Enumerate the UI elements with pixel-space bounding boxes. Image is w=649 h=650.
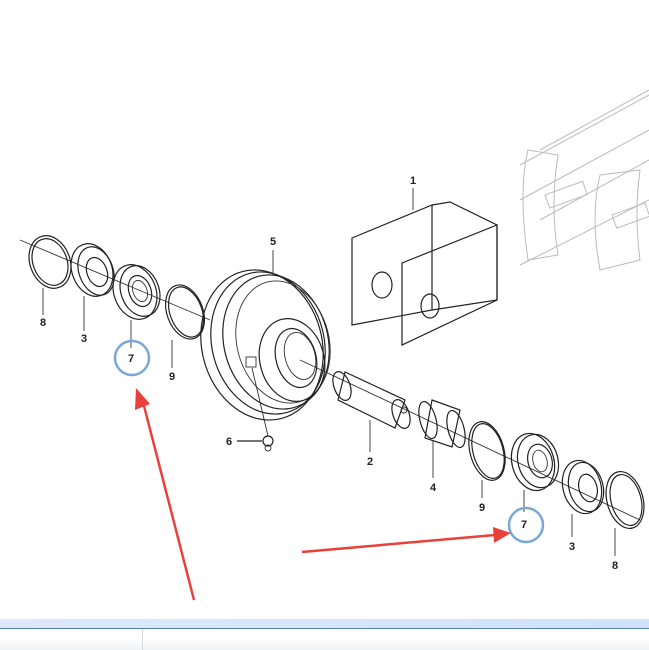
seal-3-right (561, 459, 605, 537)
label-part-7-left: 7 (128, 353, 134, 365)
label-part-6: 6 (226, 436, 232, 448)
window-status-strip (0, 619, 649, 629)
red-arrow-right (301, 527, 511, 554)
label-part-5: 5 (270, 236, 276, 248)
label-part-9-right: 9 (479, 502, 485, 514)
snap-ring-8-left (28, 235, 72, 315)
bottom-panel (0, 629, 649, 650)
circlip-9-left (164, 284, 206, 368)
grease-nipple-6 (237, 435, 274, 452)
highlight-circle-right (507, 506, 545, 544)
label-part-7-right: 7 (521, 519, 527, 531)
snap-ring-8-right (605, 471, 645, 556)
label-part-1: 1 (410, 175, 416, 187)
highlight-circle-left (113, 339, 151, 377)
label-part-8-right: 8 (612, 560, 618, 572)
red-arrow-left (135, 388, 196, 601)
roller-wheel-5 (200, 250, 331, 437)
bearing-7-left (112, 264, 161, 348)
track-frame-background (519, 89, 649, 271)
label-part-3-left: 3 (81, 333, 87, 345)
bracket-1 (351, 188, 498, 346)
label-part-8-left: 8 (40, 317, 46, 329)
parts-exploded-diagram: 1 5 8 3 7 9 6 2 4 9 7 3 8 (19, 89, 649, 601)
assembly-axis (19, 239, 641, 521)
label-part-4: 4 (430, 482, 437, 494)
circlip-9-right (468, 421, 506, 498)
seal-3-left (70, 243, 115, 331)
label-part-2: 2 (367, 456, 373, 468)
label-part-9-left: 9 (169, 371, 175, 383)
label-part-3-right: 3 (569, 541, 575, 553)
panel-divider[interactable] (142, 629, 143, 650)
shaft-2 (332, 371, 411, 452)
bushing-4 (418, 399, 466, 478)
